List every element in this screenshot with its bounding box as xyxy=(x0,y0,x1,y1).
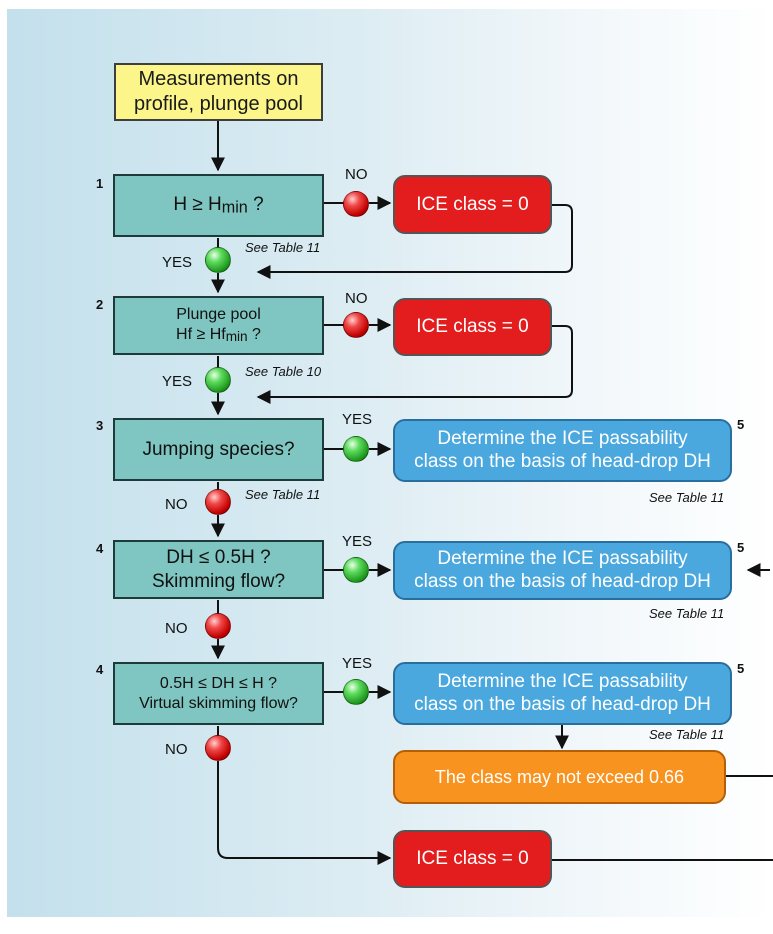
step2-number: 2 xyxy=(96,297,104,312)
step4b-determine-ref: See Table 11 xyxy=(649,727,725,742)
step3-no-ball xyxy=(205,489,231,515)
step4a-line1: DH ≤ 0.5H ? xyxy=(166,546,271,568)
step4b-line1: 0.5H ≤ DH ≤ H ? xyxy=(159,674,278,692)
step3-determine-line2: class on the basis of head-drop DH xyxy=(414,450,711,472)
step3-no-label: NO xyxy=(165,496,188,513)
step2-yes-label: YES xyxy=(162,373,193,390)
step3-determine-number: 5 xyxy=(737,417,745,432)
step4b-determine-line2: class on the basis of head-drop DH xyxy=(414,693,711,715)
step4b-determine-number: 5 xyxy=(737,661,745,676)
step4b-decision: 0.5H ≤ DH ≤ H ? Virtual skimming flow? xyxy=(113,662,324,725)
step1-ice-class-box: ICE class = 0 xyxy=(393,175,552,234)
step4b-determine-box: Determine the ICE passability class on t… xyxy=(393,662,732,725)
step4b-line2: Virtual skimming flow? xyxy=(139,694,298,712)
step4a-determine-line1: Determine the ICE passability xyxy=(437,547,688,569)
step2-decision: Plunge pool Hf ≥ Hfmin ? xyxy=(113,296,324,355)
step4a-line2: Skimming flow? xyxy=(151,570,286,592)
step2-sub: min xyxy=(225,329,248,345)
step4a-determine-box: Determine the ICE passability class on t… xyxy=(393,541,732,600)
step4a-determine-number: 5 xyxy=(737,540,745,555)
step2-no-ball xyxy=(343,312,369,338)
step3-yes-ball xyxy=(343,436,369,462)
step4b-determine-line1: Determine the ICE passability xyxy=(437,670,688,692)
step1-suffix: ? xyxy=(247,194,264,216)
step4b-no-label: NO xyxy=(165,741,188,758)
step3-yes-label: YES xyxy=(342,411,373,428)
step3-determine-ref: See Table 11 xyxy=(649,490,725,505)
step4a-no-label: NO xyxy=(165,620,188,637)
arrow-step4b-to-ice3 xyxy=(217,726,392,865)
step4a-determine-ref: See Table 11 xyxy=(649,606,725,621)
step1-number: 1 xyxy=(96,176,104,191)
step1-ref: See Table 11 xyxy=(245,240,321,255)
step1-ice-class-text: ICE class = 0 xyxy=(416,193,529,215)
step3-number: 3 xyxy=(96,418,104,433)
step4a-determine-line2: class on the basis of head-drop DH xyxy=(414,570,711,592)
step3-decision: Jumping species? xyxy=(113,418,324,481)
step2-line2: Hf ≥ Hf xyxy=(176,325,226,343)
loop-ice1-back xyxy=(256,204,573,279)
step1-decision: H ≥ Hmin ? xyxy=(113,174,324,237)
step4a-number: 4 xyxy=(96,541,104,556)
step1-no-label: NO xyxy=(345,166,368,183)
step4b-yes-ball xyxy=(343,679,369,705)
class-limit-text: The class may not exceed 0.66 xyxy=(434,766,685,787)
step1-text: H ≥ H xyxy=(173,194,222,216)
start-box: Measurements on profile, plunge pool xyxy=(114,63,323,121)
start-line2: profile, plunge pool xyxy=(133,93,303,115)
step3-ref: See Table 11 xyxy=(245,487,321,502)
step1-sub: min xyxy=(221,198,248,217)
step1-yes-ball xyxy=(205,247,231,273)
step2-ref: See Table 10 xyxy=(245,364,322,379)
step2-ice-class-text: ICE class = 0 xyxy=(416,316,529,338)
final-ice-class-box: ICE class = 0 xyxy=(393,830,552,888)
step2-ice-class-box: ICE class = 0 xyxy=(393,298,552,356)
step4a-yes-label: YES xyxy=(342,533,373,550)
step4b-no-ball xyxy=(205,735,231,761)
step4a-no-ball xyxy=(205,613,231,639)
loop-ice2-back xyxy=(256,325,573,404)
step2-suffix: ? xyxy=(247,325,261,343)
step4a-yes-ball xyxy=(343,557,369,583)
step1-no-ball xyxy=(343,191,369,217)
step2-yes-ball xyxy=(205,367,231,393)
step1-yes-label: YES xyxy=(162,254,193,271)
step2-line1: Plunge pool xyxy=(176,305,261,323)
class-limit-box: The class may not exceed 0.66 xyxy=(393,750,726,804)
final-ice-class-text: ICE class = 0 xyxy=(416,848,529,870)
step3-text: Jumping species? xyxy=(142,438,295,460)
step4a-decision: DH ≤ 0.5H ? Skimming flow? xyxy=(113,540,324,599)
step3-determine-box: Determine the ICE passability class on t… xyxy=(393,419,732,482)
step4b-number: 4 xyxy=(96,662,104,677)
start-line1: Measurements on xyxy=(138,68,299,90)
step3-determine-line1: Determine the ICE passability xyxy=(437,427,688,449)
step2-no-label: NO xyxy=(345,290,368,307)
step4b-yes-label: YES xyxy=(342,655,373,672)
